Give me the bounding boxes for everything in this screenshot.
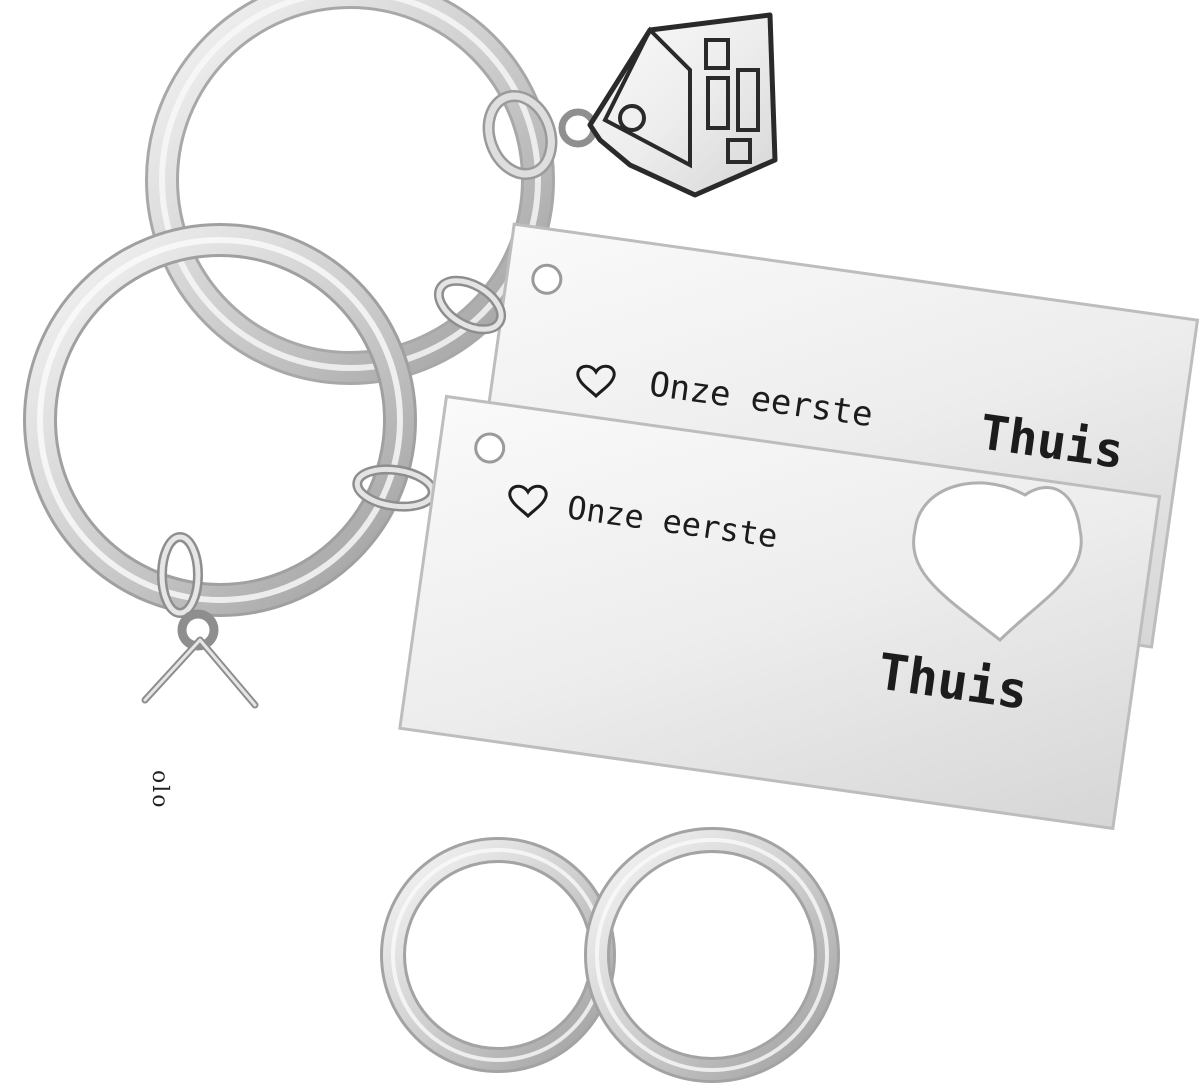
- spare-split-rings: [380, 827, 840, 1083]
- heart-icon: [508, 484, 548, 519]
- lobster-clasp: [141, 532, 259, 709]
- house-charm: [482, 12, 778, 198]
- back-key-ring: [145, 0, 555, 385]
- front-key-ring: [23, 223, 417, 617]
- heart-icon: [576, 364, 616, 399]
- side-mark-text: olo: [147, 770, 172, 810]
- heart-cutout: [912, 481, 1083, 643]
